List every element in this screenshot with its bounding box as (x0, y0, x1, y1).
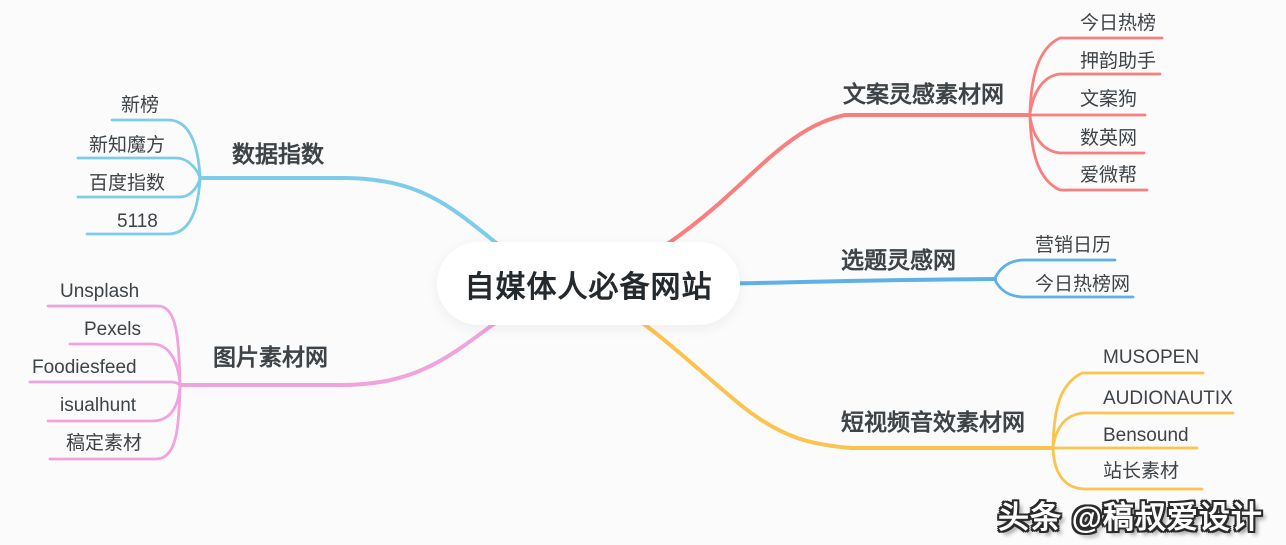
node-5118[interactable]: 5118 (117, 211, 158, 232)
child-line-audionautix (1051, 411, 1235, 448)
node-musopen[interactable]: MUSOPEN (1103, 347, 1200, 368)
branch-node-topic[interactable]: 选题灵感网 (841, 247, 956, 273)
child-line-foodiesfeed (28, 380, 182, 387)
child-line-jinrirebang (1028, 36, 1164, 115)
branch-line-audio (610, 300, 1055, 450)
node-yingxiaorili[interactable]: 营销日历 (1035, 235, 1112, 256)
node-zhanzhangsucai[interactable]: 站长素材 (1103, 461, 1180, 482)
watermark-text: 头条 @稿叔爱设计 (998, 500, 1263, 535)
node-baiduzhishu[interactable]: 百度指数 (89, 173, 166, 194)
child-line-yayunzhushou (1028, 72, 1162, 115)
child-line-zhanzhangsucai (1051, 447, 1204, 491)
node-wenangou[interactable]: 文案狗 (1080, 89, 1138, 110)
node-foodiesfeed[interactable]: Foodiesfeed (32, 357, 137, 378)
child-line-jinrirebangwang (993, 278, 1135, 299)
node-pexels[interactable]: Pexels (84, 319, 142, 340)
node-yayunzhushou[interactable]: 押韵助手 (1080, 51, 1157, 72)
node-aiweibang[interactable]: 爱微帮 (1080, 165, 1138, 186)
child-line-xinbang (110, 118, 202, 178)
node-audionautix[interactable]: AUDIONAUTIX (1103, 388, 1233, 409)
node-unsplash[interactable]: Unsplash (60, 281, 140, 302)
branch-lines-image (28, 292, 612, 461)
branch-line-topic (696, 277, 997, 286)
child-line-pexels (68, 342, 182, 386)
child-line-5118 (85, 178, 202, 236)
node-xinbang[interactable]: 新榜 (121, 95, 160, 116)
node-gaodingsucai[interactable]: 稿定素材 (66, 433, 143, 454)
node-jinrirebang[interactable]: 今日热榜 (1080, 13, 1157, 34)
node-bensound[interactable]: Bensound (1103, 425, 1189, 446)
central-topic-node[interactable]: 自媒体人必备网站 (437, 242, 740, 325)
child-line-yingxiaorili (993, 258, 1117, 280)
branch-node-copywriting[interactable]: 文案灵感素材网 (843, 81, 1004, 107)
child-line-aiweibang (1028, 115, 1149, 192)
child-line-xinzhimofang (76, 156, 202, 179)
branch-node-image[interactable]: 图片素材网 (213, 344, 328, 370)
child-line-musopen (1051, 371, 1205, 448)
node-shuyingwang[interactable]: 数英网 (1080, 128, 1138, 149)
branch-lines-audio (610, 300, 1235, 491)
child-line-gaodingsucai (48, 385, 182, 461)
node-isualhunt[interactable]: isualhunt (60, 395, 137, 416)
central-topic-title: 自媒体人必备网站 (464, 270, 713, 304)
node-jinrirebangwang[interactable]: 今日热榜网 (1035, 274, 1131, 295)
branch-node-data-index[interactable]: 数据指数 (232, 141, 324, 167)
node-xinzhimofang[interactable]: 新知魔方 (89, 135, 166, 156)
child-line-unsplash (46, 304, 182, 385)
branch-node-audio[interactable]: 短视频音效素材网 (841, 409, 1025, 435)
